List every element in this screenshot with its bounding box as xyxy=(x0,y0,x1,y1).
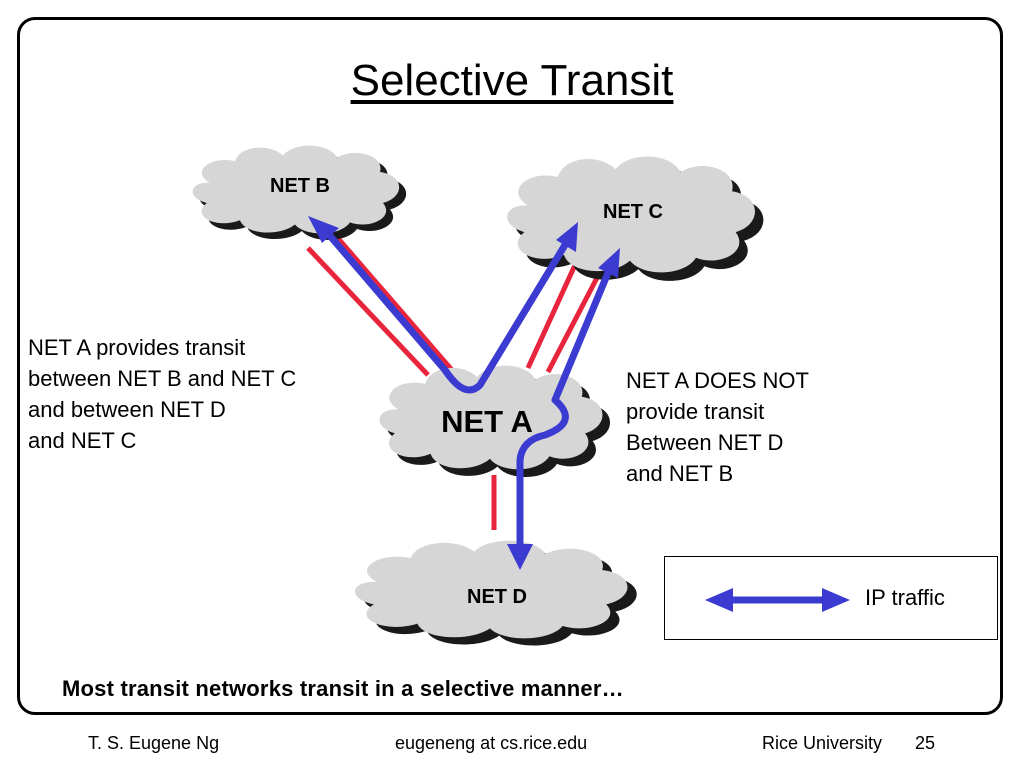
left-note-line: and between NET D xyxy=(28,397,226,422)
arrowhead-b xyxy=(308,216,339,243)
left-note: NET A provides transit between NET B and… xyxy=(28,332,296,456)
footer-org: Rice University xyxy=(762,733,883,753)
link-c-a xyxy=(525,263,603,374)
label-net-d: NET D xyxy=(467,586,527,608)
label-net-b: NET B xyxy=(270,175,330,197)
double-arrow-icon xyxy=(705,588,850,612)
right-note-line: Between NET D xyxy=(626,430,784,455)
link-b-a xyxy=(306,234,454,377)
page-number: 25 xyxy=(915,733,936,753)
slide-title: Selective Transit xyxy=(350,56,674,105)
right-note-line: provide transit xyxy=(626,399,765,424)
left-note-line: and NET C xyxy=(28,428,137,453)
arrowhead-d xyxy=(507,544,533,570)
left-note-line: between NET B and NET C xyxy=(28,366,297,391)
label-net-c: NET C xyxy=(603,201,663,223)
arrowhead-c-1 xyxy=(556,222,578,252)
traffic-path-d-c xyxy=(516,264,614,552)
label-net-a: NET A xyxy=(441,404,533,439)
conclusion-text: Most transit networks transit in a selec… xyxy=(62,676,624,701)
slide-frame xyxy=(17,17,1003,715)
footer-email: eugeneng at cs.rice.edu xyxy=(395,733,588,753)
left-note-line: NET A provides transit xyxy=(28,335,246,360)
footer-author: T. S. Eugene Ng xyxy=(88,733,220,753)
legend-box: IP traffic xyxy=(664,556,998,640)
traffic-path-b-c xyxy=(321,226,572,394)
right-note-line: NET A DOES NOT xyxy=(626,368,809,393)
right-note-line: and NET B xyxy=(626,461,734,486)
legend-label: IP traffic xyxy=(865,585,945,610)
arrowhead-c-2 xyxy=(598,248,620,278)
right-note: NET A DOES NOT provide transit Between N… xyxy=(626,365,809,489)
